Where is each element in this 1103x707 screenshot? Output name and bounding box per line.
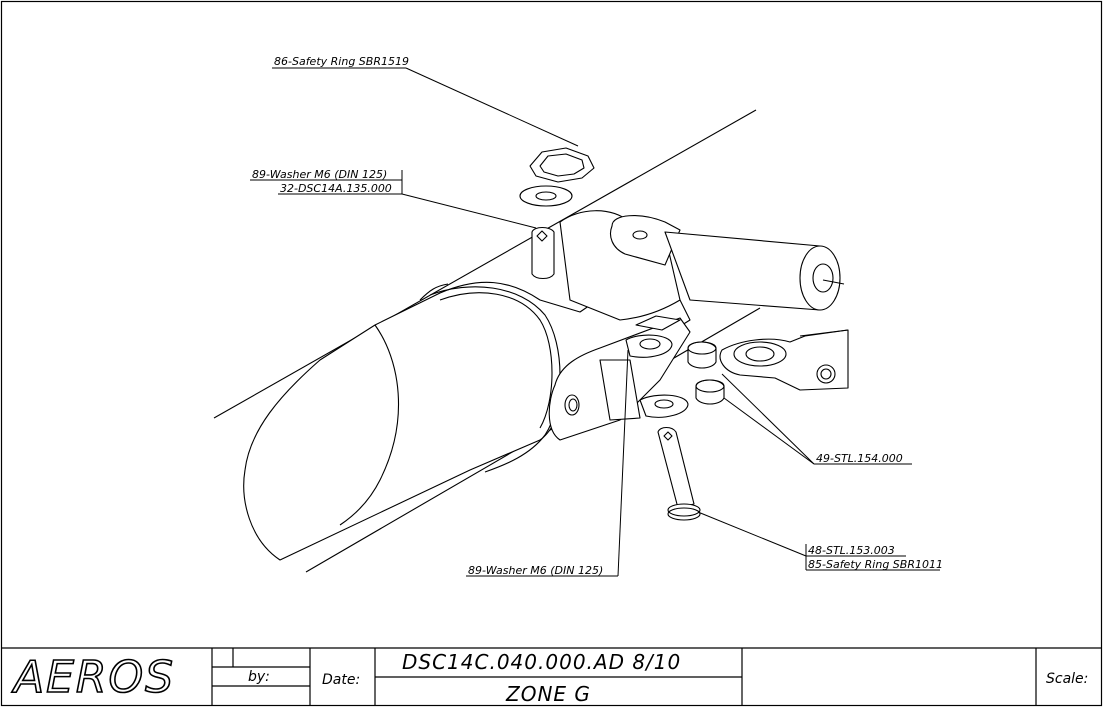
callout-washer-bottom: 89-Washer M6 (DIN 125) bbox=[468, 564, 603, 577]
fork-lug-lower bbox=[639, 394, 689, 418]
fork-hole bbox=[564, 394, 580, 416]
callout-bolt: 48-STL.153.003 bbox=[808, 544, 895, 557]
bolt-tip-marker bbox=[663, 431, 673, 441]
fork-lug-upper-hole bbox=[639, 338, 661, 350]
safety-ring-top bbox=[529, 147, 595, 183]
right-tube-end bbox=[799, 245, 841, 311]
arm-tab bbox=[609, 215, 681, 266]
leader-86 bbox=[405, 67, 579, 147]
bolt-top-marker bbox=[536, 230, 548, 242]
right-tube-end-inner bbox=[812, 263, 834, 293]
scale-label: Scale: bbox=[1046, 671, 1088, 687]
arm-tab-hole bbox=[632, 230, 648, 240]
washer-top-hole bbox=[535, 191, 557, 201]
fork-lug-lower-hole bbox=[654, 399, 674, 409]
bushing-lower-top bbox=[695, 379, 725, 393]
rod-end-nut bbox=[816, 364, 836, 384]
drawing-number: DSC14C.040.000.AD 8/10 bbox=[402, 650, 681, 674]
rod-end-body bbox=[719, 329, 849, 391]
callout-safety-ring-bottom: 85-Safety Ring SBR1011 bbox=[808, 558, 943, 571]
assembly-illustration bbox=[213, 109, 849, 573]
top-small-part bbox=[635, 315, 681, 331]
main-cylinder bbox=[243, 281, 691, 561]
by-label: by: bbox=[248, 669, 270, 685]
leader-89-top bbox=[401, 193, 537, 229]
right-rod bbox=[822, 279, 845, 285]
aeros-logo: AEROS bbox=[11, 652, 175, 703]
callout-safety-ring-top: 86-Safety Ring SBR1519 bbox=[274, 55, 409, 68]
bushing-upper bbox=[687, 341, 717, 369]
safety-ring-top-inner bbox=[539, 153, 585, 177]
rod-end-nut-inner bbox=[820, 368, 832, 380]
fork-lug-upper bbox=[625, 334, 673, 358]
callout-bushing: 49-STL.154.000 bbox=[816, 452, 903, 465]
fork-hole-inner bbox=[568, 398, 578, 412]
rod-line-top bbox=[799, 329, 849, 337]
fork-flange bbox=[599, 359, 641, 421]
leader-49-a bbox=[721, 373, 815, 465]
bolt-shank bbox=[657, 426, 695, 509]
callout-part-top: 32-DSC14A.135.000 bbox=[280, 182, 392, 195]
leader-lines bbox=[250, 67, 940, 577]
leader-49-b bbox=[723, 397, 815, 465]
bolt-top bbox=[531, 226, 555, 280]
rod-end-bearing bbox=[733, 341, 787, 367]
callout-washer-top: 89-Washer M6 (DIN 125) bbox=[252, 168, 387, 181]
title-block bbox=[2, 647, 1101, 705]
bushing-upper-top bbox=[687, 341, 717, 355]
leader-89-bottom bbox=[617, 349, 629, 577]
leader-48 bbox=[697, 511, 807, 557]
tube-edge-top bbox=[213, 109, 757, 419]
zone-label: ZONE G bbox=[505, 682, 591, 706]
cylinder-end-curve bbox=[339, 324, 400, 526]
bolt-head bbox=[667, 503, 701, 517]
sleeve-inner bbox=[439, 292, 553, 429]
clamp-ridge bbox=[419, 283, 449, 301]
bolt-head-ring bbox=[667, 507, 701, 521]
sleeve-outer bbox=[429, 286, 561, 473]
washer-top bbox=[519, 185, 573, 207]
rod-end-bearing-inner bbox=[745, 346, 775, 362]
date-label: Date: bbox=[322, 672, 360, 688]
